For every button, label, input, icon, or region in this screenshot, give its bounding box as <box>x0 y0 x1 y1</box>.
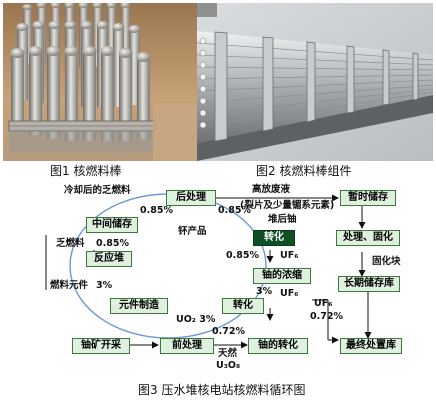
label-pct-3-a: 3% <box>96 280 113 291</box>
label-pct-072-b: 0.72% <box>310 311 343 322</box>
label-fuel-element: 燃料元件 <box>50 280 89 291</box>
box-enrichment: 铀的浓缩 <box>253 268 311 284</box>
label-u3o8: U₃O₈ <box>216 360 241 371</box>
box-interim-storage: 中间储存 <box>86 217 138 233</box>
label-uf6-a: UF₆ <box>280 250 299 261</box>
label-natural: 天然 <box>218 348 238 359</box>
label-pct-085-b: 0.85% <box>218 205 251 216</box>
fig2-caption: 图2 核燃料棒组件 <box>256 164 352 178</box>
label-pct-085-a: 0.85% <box>140 205 173 216</box>
box-long-term-storage: 长期储存库 <box>338 276 400 292</box>
box-conversion-top: 转化 <box>253 230 295 246</box>
box-temporary-storage: 暂时储存 <box>340 190 396 206</box>
fig1-caption: 图1 核燃料棒 <box>50 164 122 178</box>
label-spent-fuel-after-cooling: 冷却后的乏燃料 <box>64 185 131 196</box>
fuel-rod-photo <box>3 3 203 161</box>
label-pct-3-b: 3% <box>256 286 273 297</box>
box-reprocessing: 后处理 <box>166 190 216 206</box>
label-hlw-line1: 高放废液 <box>252 184 291 195</box>
box-reactor: 反应堆 <box>86 251 132 267</box>
box-uranium-refining: 铀的转化 <box>248 338 308 354</box>
fuel-cycle-diagram: 后处理 中间储存 反应堆 元件制造 转化 铀的浓缩 转化 铀的转化 前处理 铀矿… <box>0 180 436 380</box>
box-conversion-mid: 转化 <box>222 298 264 314</box>
fig3-caption: 图3 压水堆核电站核燃料循环图 <box>138 383 306 397</box>
box-mining: 铀矿开采 <box>72 338 130 354</box>
label-solid-block: 固化块 <box>372 256 401 267</box>
label-hlw-line2: (裂片及少量镅系元素) <box>240 200 335 211</box>
box-pre-processing: 前处理 <box>160 338 214 354</box>
label-uf6-b: UF₆ <box>280 288 299 299</box>
label-uo2-3: UO₂ 3% <box>176 314 216 325</box>
label-byproduct: 钚产品 <box>178 226 207 237</box>
box-final-disposal: 最终处置库 <box>340 338 402 354</box>
fuel-assembly-photo <box>197 3 433 161</box>
box-treatment-solidify: 处理、固化 <box>336 230 400 246</box>
label-reactor-waste: 堆后铀 <box>268 214 297 225</box>
label-pct-072-a: 0.72% <box>212 326 245 337</box>
box-element-fabrication: 元件制造 <box>110 298 168 314</box>
label-uf6-c: UF₆ <box>314 298 333 309</box>
label-pct-085-c: 0.85% <box>96 238 129 249</box>
label-spent-fuel: 乏燃料 <box>56 238 85 249</box>
label-pct-085-d: 0.85% <box>226 250 259 261</box>
